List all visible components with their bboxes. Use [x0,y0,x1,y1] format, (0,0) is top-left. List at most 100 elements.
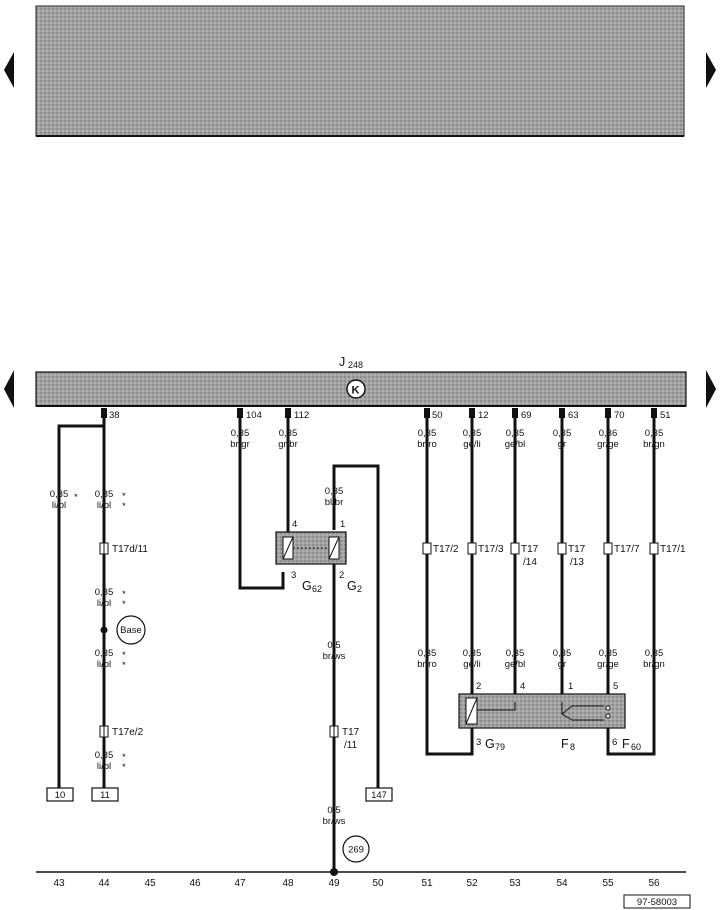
g2-label: G [347,579,357,593]
wire-label-size: 0,35 [553,648,572,659]
column-number: 47 [234,878,246,889]
pin-69: 69 [521,410,532,421]
pin-1: 1 [568,681,573,692]
pin-3: 3 [291,570,296,581]
ref-box-10-label: 10 [55,790,66,801]
f60-contact-icon [605,713,611,719]
figure-id: 97-58003 [637,897,677,908]
connector-t17-13-sub: /13 [570,557,584,568]
base-splice-circle [116,615,146,645]
column-number: 45 [144,878,156,889]
connector-t17-7: T17/7 [614,544,640,555]
ref-box-147-label: 147 [371,790,387,801]
ground-269-circle [342,835,370,863]
star-note: * [122,762,126,773]
wire-label-size: 0,35 [645,648,664,659]
pin-4: 4 [292,519,297,530]
f8-contact-icon [605,705,611,711]
column-number: 54 [556,878,568,889]
connector-t17-2: T17/2 [433,544,459,555]
g79-subscript: 79 [495,742,505,752]
wire-label-size: 0,35 [506,648,525,659]
ref-box-147 [365,787,393,802]
splice-point-icon [100,626,108,634]
control-unit-j248: K J 248 [35,355,687,407]
f60-subscript: 60 [631,742,641,752]
base-splice-label: Base [120,625,142,636]
k-symbol-icon [346,379,366,399]
connector-t17-14-sub: /14 [523,557,537,568]
connector-t17d11: T17d/11 [112,544,148,555]
star-note: * [74,492,78,503]
column-number: 55 [602,878,614,889]
connector-t17-3: T17/3 [478,544,504,555]
connector-t17-sub: /11 [344,740,358,751]
pin-70: 70 [614,410,625,421]
star-note: * [122,599,126,610]
wire-label-size: 0,35 [95,648,114,659]
column-number: 53 [509,878,521,889]
pin-6: 6 [612,737,617,748]
wire-label-color: li/bl [97,761,111,772]
wire-label-color: ge/bl [505,659,526,670]
column-number: 50 [372,878,384,889]
ref-box-10 [46,787,74,802]
wire-label-size: 0,35 [463,648,482,659]
connector-icon [603,542,613,555]
column-number: 51 [421,878,433,889]
column-number: 46 [189,878,201,889]
j248-pins: 38 104 112 50 12 69 63 70 51 [101,408,671,421]
f8-subscript: 8 [570,742,575,752]
page-right-arrow-icon[interactable] [706,52,716,88]
wire-label-size: 0,35 [645,428,664,439]
wire-label-color: li/bl [97,500,111,511]
connector-t17-13: T17 [568,544,586,555]
left-wire-group: 0,35 li/bl * 0,35 li/bl * * T17d/11 0,35… [46,418,148,802]
ground-269-label: 269 [348,845,364,856]
page-right-arrow-icon-2[interactable] [706,370,716,408]
wire-label-size: 0,36 [599,428,618,439]
wire-label-size: 0,35 [553,428,572,439]
column-number: 43 [53,878,65,889]
wire-label-size: 0,35 [325,486,344,497]
g62-subscript: 62 [312,584,322,594]
column-number: 52 [466,878,478,889]
pin-63: 63 [568,410,579,421]
column-number: 48 [282,878,294,889]
g62-label: G [302,579,312,593]
pin-112: 112 [294,410,309,421]
j248-subscript: 248 [348,360,363,370]
wire-label-color: br/ro [417,439,437,450]
connector-t17e2: T17e/2 [112,727,144,738]
f8-label: F [561,737,569,751]
wire-label-size: 0,5 [327,805,340,816]
connector-t17-14: T17 [521,544,539,555]
wire-label-size: 0,35 [506,428,525,439]
wire-label-color: ge/bl [505,439,526,450]
star-note: * [122,501,126,512]
column-number: 44 [98,878,110,889]
wire-label-size: 0,35 [418,428,437,439]
wire-label-size: 0,35 [95,750,114,761]
connector-icon [510,542,520,555]
column-number: 49 [328,878,340,889]
wire-label-color: li/bl [97,598,111,609]
wire-label-color: gr/ge [597,659,619,670]
star-note: * [122,660,126,671]
wire-label-size: 0,35 [463,428,482,439]
connector-icon [557,542,567,555]
page-left-arrow-icon[interactable] [4,52,14,88]
pin-104: 104 [246,410,262,421]
k-symbol-label: K [352,385,360,397]
wire-label-color: ge/li [463,439,480,450]
pin-38: 38 [109,410,120,421]
star-note: * [122,589,126,600]
wire-label-size: 0,35 [279,428,298,439]
wire-label-size: 0,35 [95,489,114,500]
connector-t17-1: T17/1 [660,544,686,555]
pin-3: 3 [476,737,481,748]
sensor-g62-g2-group: 0,35 br/gr 0,35 gr/br 0,35 bl/br 4 1 3 2… [230,418,393,876]
wire-label-color: br/gr [230,439,250,450]
page-left-arrow-icon-2[interactable] [4,370,14,408]
wire-label-color: ge/li [463,659,480,670]
